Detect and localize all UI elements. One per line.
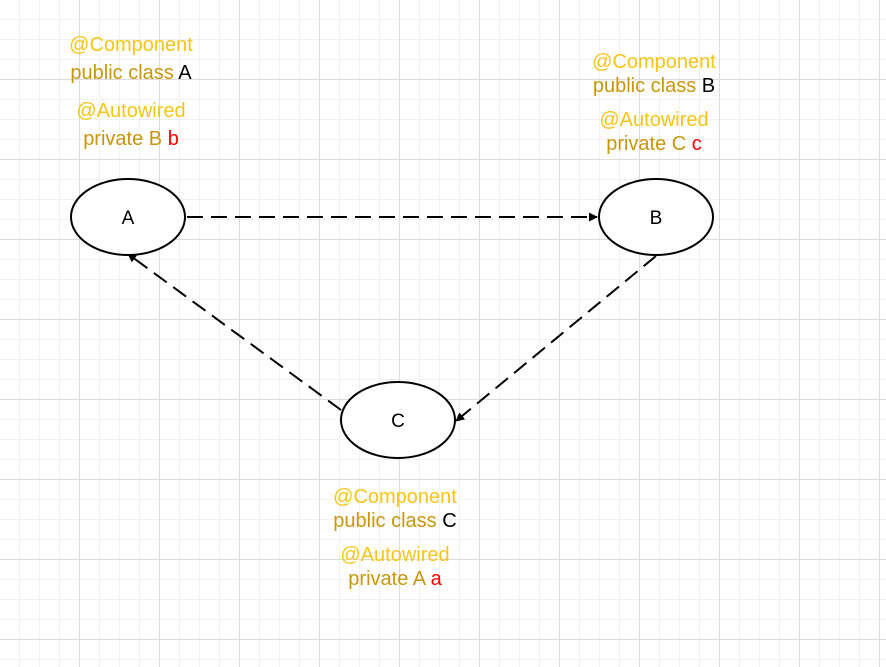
note-a-autowired: @Autowired — [76, 100, 186, 122]
node-c[interactable]: C — [340, 381, 456, 459]
note-c-class-line: public class C — [305, 509, 485, 533]
node-b[interactable]: B — [598, 178, 714, 256]
node-b-label: B — [650, 208, 663, 229]
note-a-component: @Component — [69, 34, 193, 56]
note-b-autowired: @Autowired — [599, 109, 709, 131]
note-b-field-name: c — [691, 133, 702, 155]
note-c-component: @Component — [333, 486, 457, 508]
node-b-ellipse — [598, 178, 714, 256]
note-a-field-line: private B b — [41, 125, 221, 153]
note-c-field-kw: private A — [348, 568, 426, 590]
node-a[interactable]: A — [70, 178, 186, 256]
node-c-ellipse — [340, 381, 456, 459]
edge-c-to-a — [127, 253, 342, 411]
note-a-field-kw: private B — [83, 128, 163, 150]
note-c-field-line: private A a — [305, 567, 485, 591]
edge-b-to-c — [455, 255, 657, 422]
note-class-b: @Component public class B @Autowired pri… — [564, 50, 744, 156]
node-a-ellipse — [70, 178, 186, 256]
note-a-spacer — [41, 87, 221, 97]
note-class-a: @Component public class A @Autowired pri… — [41, 31, 221, 153]
note-b-class-kw: public class — [592, 75, 697, 97]
note-a-class-line: public class A — [41, 59, 221, 87]
note-b-field-kw: private C — [606, 133, 687, 155]
note-a-class-name: A — [178, 62, 192, 84]
note-b-class-name: B — [701, 75, 716, 97]
note-c-class-kw: public class — [333, 510, 437, 532]
node-a-label: A — [122, 208, 135, 229]
note-b-spacer — [564, 98, 744, 108]
note-a-class-kw: public class — [70, 62, 174, 84]
note-a-field-name: b — [167, 128, 179, 150]
note-c-class-name: C — [442, 510, 457, 532]
note-class-c: @Component public class C @Autowired pri… — [305, 485, 485, 591]
note-b-class-line: public class B — [564, 74, 744, 98]
node-c-label: C — [391, 411, 405, 432]
note-b-component: @Component — [592, 51, 716, 73]
note-c-field-name: a — [430, 568, 442, 590]
note-c-spacer — [305, 533, 485, 543]
note-c-autowired: @Autowired — [340, 544, 450, 566]
note-b-field-line: private C c — [564, 132, 744, 156]
